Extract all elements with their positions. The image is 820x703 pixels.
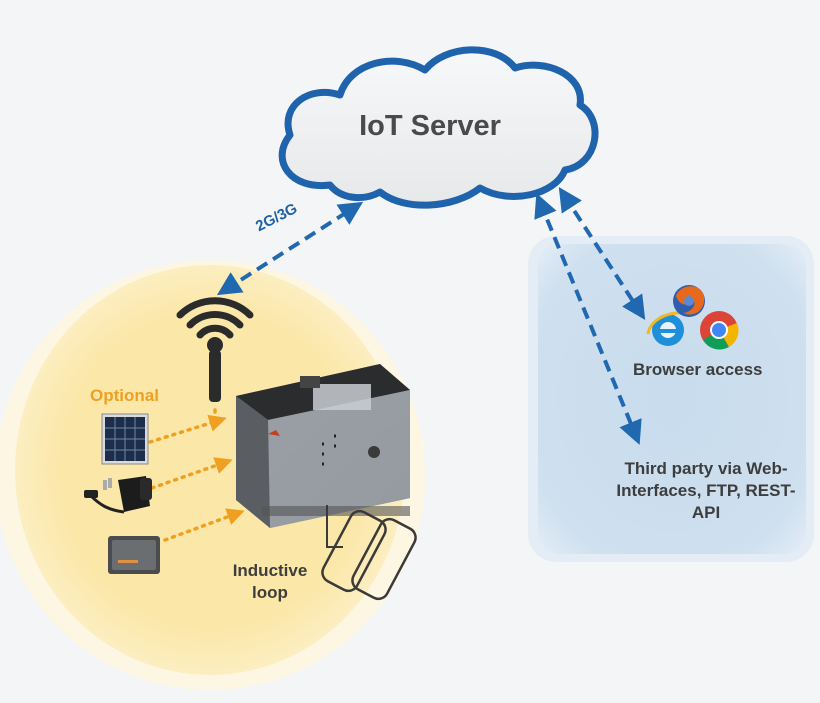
third-party-label: Third party via Web-Interfaces, FTP, RES…	[616, 459, 796, 522]
firefox-icon	[673, 285, 705, 317]
network-link-arrow	[216, 201, 364, 296]
optional-label: Optional	[90, 386, 159, 405]
counter-device-icon	[236, 364, 410, 528]
third-party-link-arrow	[534, 193, 642, 445]
optional-arrow-adapter	[150, 457, 233, 490]
chrome-icon	[700, 311, 739, 350]
server-title: IoT Server	[359, 110, 501, 142]
cloud-shape	[278, 46, 599, 209]
inductive-loop-label: Inductive loop	[232, 561, 308, 602]
optional-arrow-battery	[163, 508, 245, 542]
power-adapter-icon	[84, 476, 152, 514]
solar-panel-icon	[101, 413, 149, 465]
inductive-loop-icon	[321, 505, 417, 601]
wifi-antenna-icon	[176, 297, 254, 402]
battery-box-icon	[108, 536, 160, 574]
browser-access-label: Browser access	[633, 360, 763, 379]
